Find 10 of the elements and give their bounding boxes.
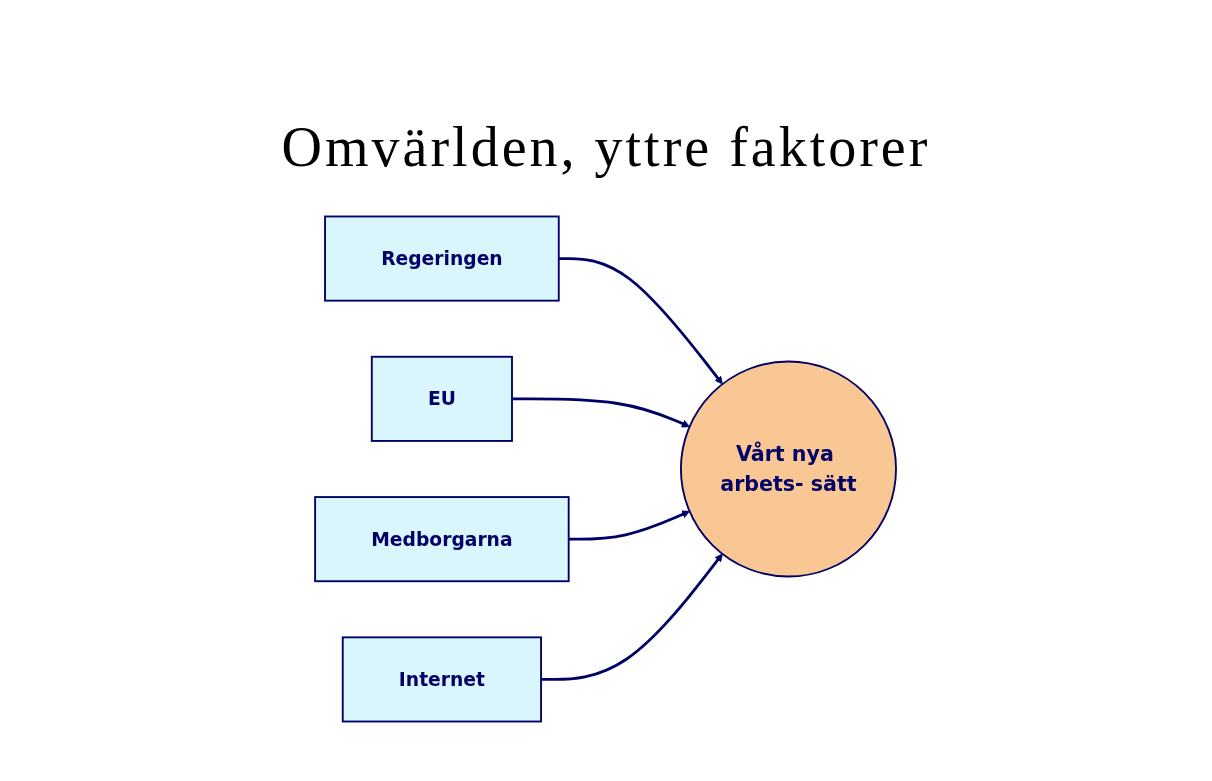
arrow <box>569 510 691 541</box>
node-circle: Vårt nya arbets- sätt <box>680 360 898 578</box>
arrow <box>512 397 691 428</box>
node-box: EU <box>371 355 514 442</box>
arrow <box>559 257 724 385</box>
node-box: Medborgarna <box>314 496 571 583</box>
node-box: Regeringen <box>324 215 561 302</box>
node-box: Internet <box>342 636 543 723</box>
arrow <box>541 553 724 681</box>
title: Omvärlden, yttre faktorer <box>281 115 931 179</box>
